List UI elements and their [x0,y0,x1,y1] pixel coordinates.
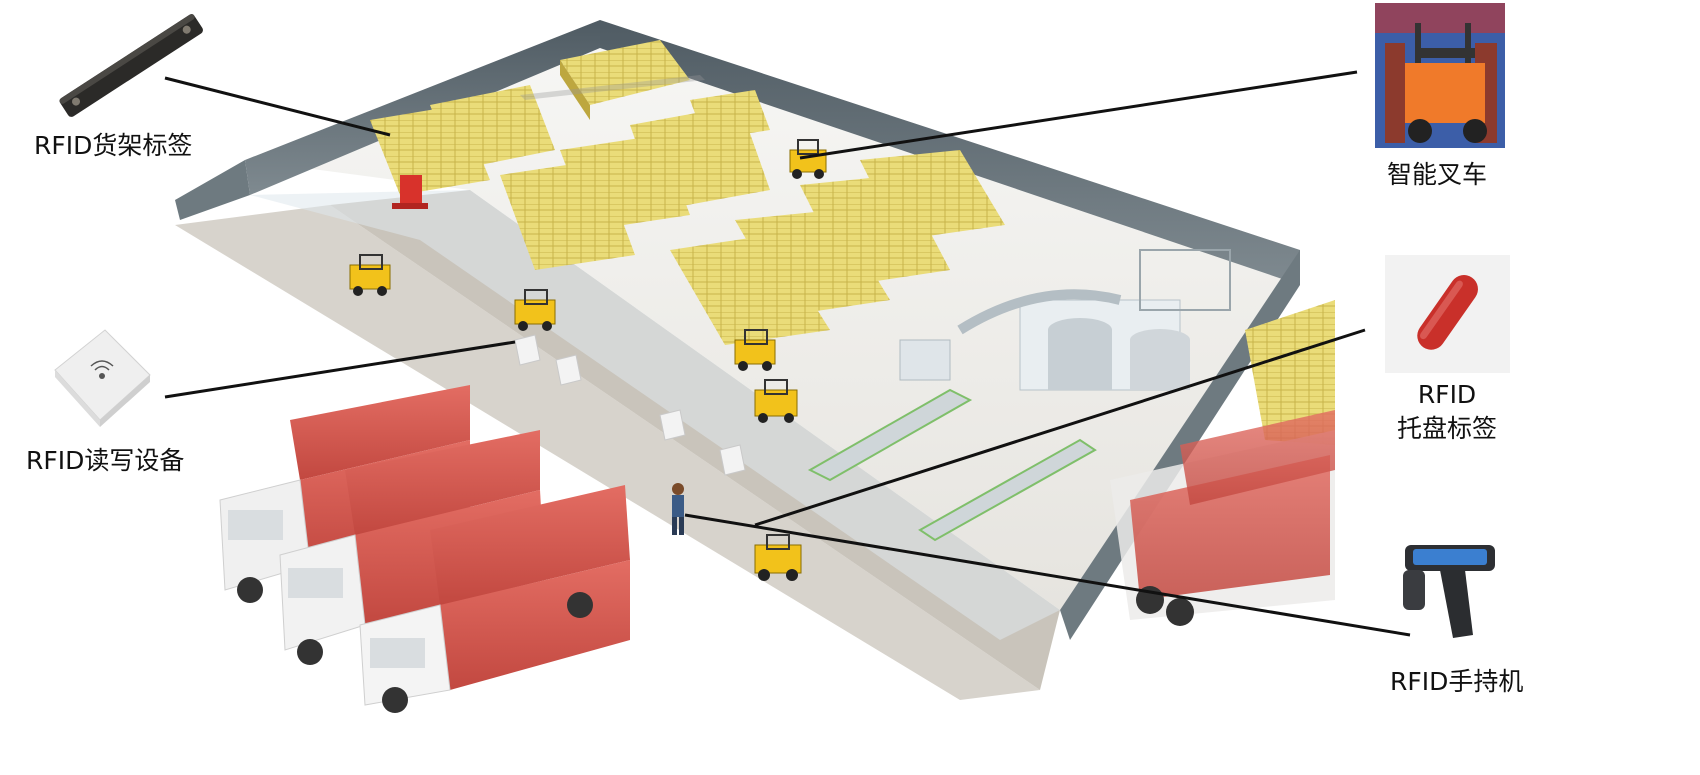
glass-front-wall [250,190,1060,640]
label-pallet-tag-line2: 托盘标签 [1396,414,1497,443]
gate-readers [514,334,746,476]
trucks-left [219,385,630,713]
trucks-right [1110,410,1335,626]
reader-photo [54,329,151,427]
label-shelf-tag: RFID货架标签 [34,131,193,160]
forklift-photo [1375,3,1505,148]
loading-apron [330,190,1060,690]
shelf-tag-photo [59,13,203,117]
label-pallet-tag-line1: RFID [1417,380,1477,409]
processing-area [807,249,1231,542]
pallet-tag-photo [1385,255,1510,373]
label-reader: RFID读写设备 [26,446,185,475]
road-surface [175,205,1040,700]
label-handheld: RFID手持机 [1390,667,1524,696]
leader-lines [164,70,1411,637]
pallet-stacks [370,40,1335,445]
rack-shadows [520,75,705,100]
worker [672,483,684,535]
handheld-photo [1403,545,1495,638]
left-wall [175,160,250,220]
forklifts [349,139,827,581]
label-forklift: 智能叉车 [1387,160,1488,189]
back-wall-left [245,20,600,195]
